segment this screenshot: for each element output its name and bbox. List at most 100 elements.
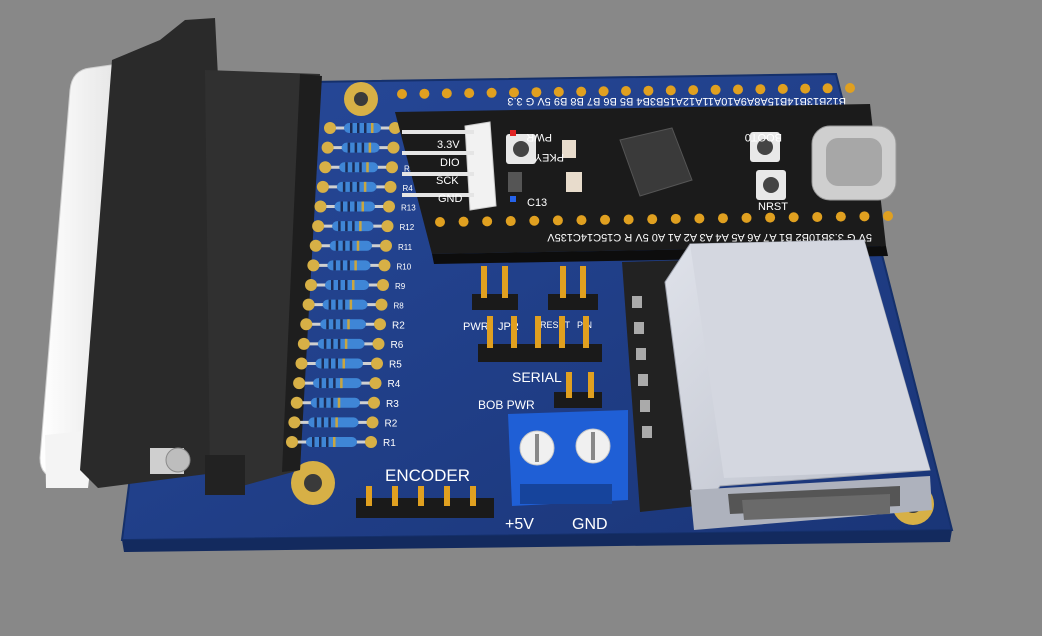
- screw-terminal: [508, 410, 628, 506]
- resistor: R11: [309, 239, 413, 252]
- resistor-label: R13: [401, 204, 416, 213]
- swd-label-gnd: GND: [438, 193, 463, 205]
- resistor-label: R4: [388, 379, 401, 390]
- db25-connector: [39, 18, 322, 495]
- jumper-label-reset: RESET: [540, 320, 571, 330]
- resistor: R5: [295, 357, 402, 371]
- swd-label-dio: DIO: [440, 157, 460, 169]
- header-pin: [552, 215, 563, 226]
- mcu-label-pwr: PWR: [526, 131, 552, 143]
- header-pin: [458, 216, 469, 227]
- resistor-label: R9: [395, 282, 406, 291]
- header-pin: [835, 211, 846, 222]
- header-pin: [812, 211, 823, 222]
- resistor-label: R12: [400, 223, 415, 232]
- serial-label: SERIAL: [512, 369, 562, 385]
- resistor: R5: [319, 161, 415, 174]
- bottom-header-row: [435, 211, 893, 227]
- header-pin: [788, 212, 799, 223]
- resistor: R12: [312, 220, 415, 233]
- header-pin: [509, 87, 519, 98]
- header-pin: [755, 84, 766, 95]
- header-pin: [710, 84, 721, 95]
- resistor: R6: [297, 337, 404, 351]
- resistor-label: R4: [403, 184, 414, 193]
- jumper-reset-pin: [548, 266, 598, 310]
- header-pin: [845, 83, 855, 93]
- header-pin: [598, 86, 609, 97]
- header-pin: [553, 86, 564, 97]
- header-pin: [883, 211, 893, 221]
- top-header-row: [397, 83, 855, 99]
- header-pin: [765, 212, 776, 223]
- jumper-label-pwr: PWR: [463, 321, 489, 333]
- jumper-pwr-jpr: [472, 266, 518, 310]
- header-pin: [464, 88, 475, 99]
- header-pin: [665, 85, 676, 96]
- header-pin: [505, 216, 516, 227]
- mcu-label-pkey: PKEY: [534, 151, 564, 163]
- rj45-jack: [664, 239, 932, 530]
- pcb-board-edge: [122, 530, 952, 552]
- header-pin: [741, 212, 752, 223]
- header-pin: [441, 88, 452, 99]
- header-pin: [822, 83, 833, 94]
- header-pin: [531, 87, 542, 98]
- bob-pwr-header: [554, 372, 602, 408]
- encoder-header: [356, 486, 494, 518]
- resistor-label: R5: [404, 164, 415, 173]
- resistor: R1: [286, 436, 396, 449]
- header-pin: [623, 214, 634, 225]
- serial-header: [478, 316, 602, 362]
- header-pin: [717, 213, 728, 224]
- mcu-label-nrst: NRST: [758, 201, 788, 213]
- resistor: R2: [300, 318, 405, 331]
- resistor: R10: [307, 259, 412, 272]
- header-pin: [647, 214, 658, 225]
- header-pin: [419, 88, 430, 99]
- resistor-label: R6: [391, 340, 404, 351]
- bob-pwr-label: BOB PWR: [478, 398, 535, 412]
- resistor-label: R1: [383, 438, 396, 449]
- header-pin: [576, 86, 587, 97]
- resistor-label: R10: [397, 262, 412, 271]
- header-pin: [694, 213, 705, 224]
- header-pin: [576, 215, 587, 226]
- resistor-label: R3: [386, 399, 399, 410]
- resistor: R9: [305, 279, 406, 291]
- top-header-labels: B12B13B14B15A8A9A10A11A12A15B3B4 B5 B6 B…: [507, 95, 846, 107]
- mcu-label-boot: BOOT0: [745, 131, 782, 143]
- header-pin: [621, 86, 631, 96]
- header-pin: [688, 85, 699, 96]
- resistor: R4: [293, 377, 401, 390]
- mcu-module: PWR PKEY C13 BOOT0 NRST: [395, 104, 897, 264]
- header-pin: [859, 211, 870, 222]
- resistor: R4: [316, 180, 414, 193]
- header-pin: [643, 85, 654, 96]
- header-pin: [600, 214, 611, 225]
- header-pin: [733, 84, 743, 95]
- header-pin: [800, 83, 811, 94]
- resistor: R2: [288, 416, 398, 429]
- encoder-label: ENCODER: [385, 466, 470, 485]
- resistor: R3: [290, 396, 399, 410]
- resistor-label: R8: [394, 302, 405, 311]
- header-pin: [482, 216, 493, 227]
- swd-header: 3.3V DIO SCK GND: [402, 121, 497, 211]
- resistor-label: R2: [392, 320, 405, 331]
- mcu-label-c13: C13: [527, 197, 547, 209]
- swd-label-sck: SCK: [436, 175, 459, 187]
- header-pin: [529, 215, 540, 226]
- header-pin: [435, 217, 445, 227]
- plus5v-label: +5V: [505, 516, 534, 533]
- resistor-label: R5: [389, 360, 402, 371]
- header-pin: [777, 83, 788, 94]
- resistor: R8: [302, 298, 405, 311]
- header-pin: [397, 89, 407, 99]
- gnd-label: GND: [572, 516, 608, 533]
- resistor: R13: [314, 200, 416, 213]
- resistor-array: R7R6R5R4R13R12R11R10R9R8R2R6R5R4R3R2R1: [286, 122, 418, 449]
- header-pin: [670, 213, 681, 224]
